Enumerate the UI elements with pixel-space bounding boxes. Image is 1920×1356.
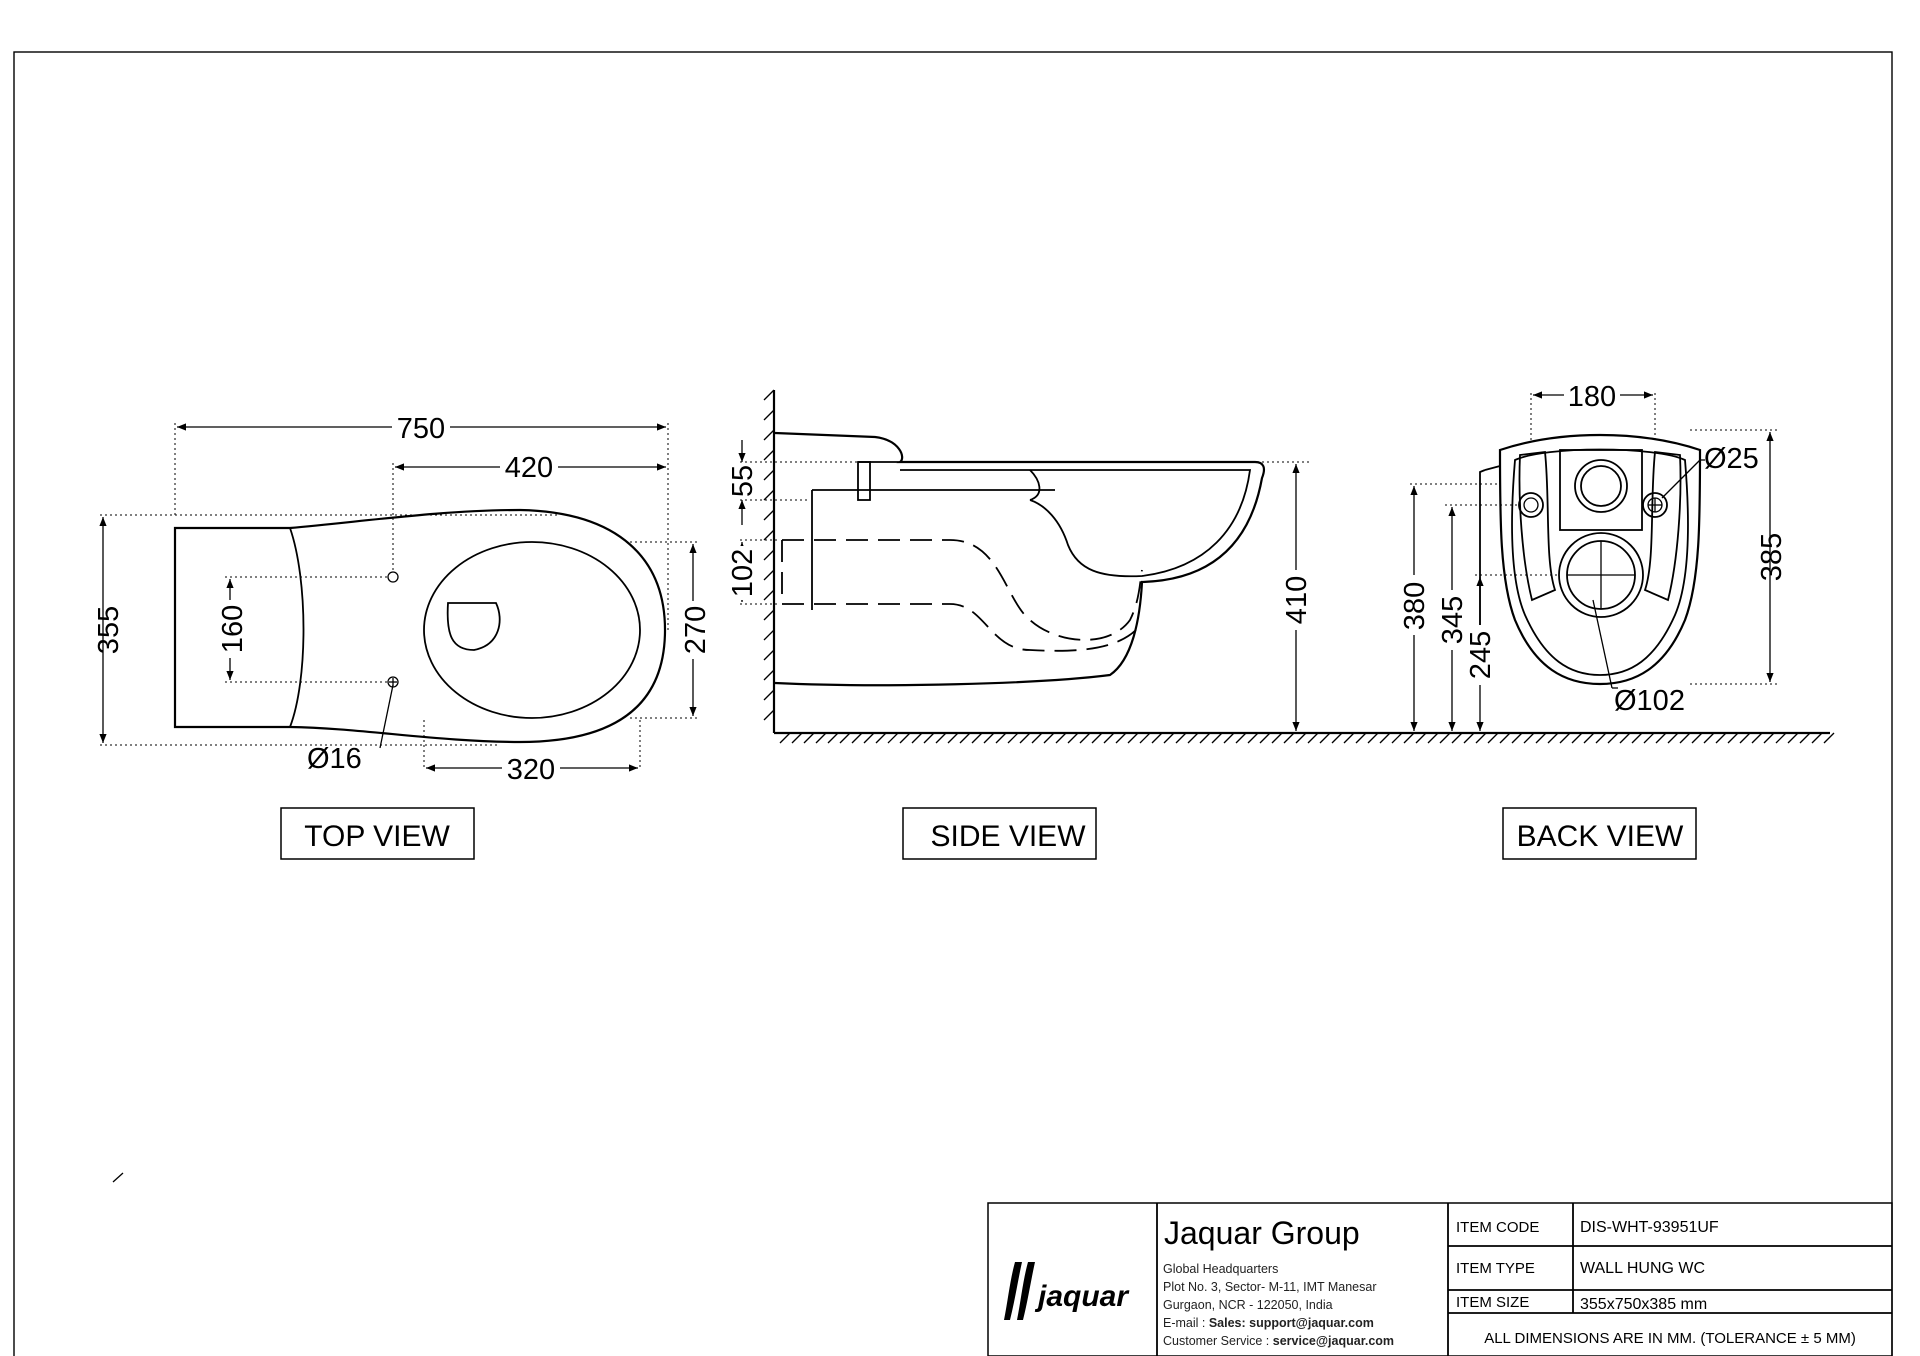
dim-fixing-dia: Ø25: [1704, 443, 1759, 475]
field-value-type: WALL HUNG WC: [1580, 1260, 1705, 1277]
dim-height-345: 345: [1437, 596, 1469, 644]
dim-fixing-centres: 180: [1568, 381, 1616, 413]
back-fixing-hole-right: [1642, 492, 1668, 518]
back-view-label: BACK VIEW: [1517, 820, 1684, 853]
top-view-outline: [173, 508, 667, 744]
sheet-border: [13, 51, 1893, 1356]
dim-outlet-dia: Ø102: [1614, 685, 1685, 717]
back-fixing-hole-left: [1518, 492, 1544, 518]
dim-overall-length: 750: [397, 413, 445, 445]
title-block: jaquar Jaquar Group Global Headquarters …: [987, 1202, 1893, 1356]
dim-bowl-depth: 320: [507, 754, 555, 786]
logo-wordmark: jaquar: [1034, 1280, 1130, 1313]
field-label-type: ITEM TYPE: [1456, 1260, 1535, 1277]
service-label: Customer Service :: [1163, 1334, 1273, 1348]
dim-bowl-width: 270: [680, 606, 712, 654]
back-view-inlet-box: [1559, 449, 1643, 531]
back-view: 180 Ø25 385 380 345 245 Ø102 BACK VIEW: [1398, 377, 1830, 860]
dim-outlet-offset: 102: [727, 549, 759, 597]
stray-mark: [112, 1172, 124, 1183]
top-view-label: TOP VIEW: [304, 820, 450, 853]
side-view-outline: [774, 431, 1266, 687]
dim-inlet-height: 55: [727, 465, 759, 497]
side-view-label: SIDE VIEW: [930, 820, 1086, 853]
dim-fixing-spacing: 160: [217, 605, 249, 653]
dim-rim-height: 410: [1281, 576, 1313, 624]
jaquar-logo: jaquar: [1004, 1262, 1130, 1320]
outlet-path-hidden: [782, 539, 1143, 641]
address-line-1: Global Headquarters: [1163, 1262, 1278, 1276]
wall-hatching: [763, 389, 775, 721]
service-line: Customer Service : service@jaquar.com: [1163, 1334, 1394, 1348]
top-view-label-box: [280, 807, 475, 860]
dim-hole-dia: Ø16: [307, 743, 362, 775]
company-name: Jaquar Group: [1164, 1215, 1360, 1251]
dim-height-245: 245: [1465, 631, 1497, 679]
email-value: Sales: support@jaquar.com: [1209, 1316, 1374, 1330]
email-line: E-mail : Sales: support@jaquar.com: [1163, 1316, 1374, 1330]
top-view: 750 420 355 160 270 320 Ø16 TOP VIEW: [93, 408, 712, 860]
back-view-label-box: [1502, 807, 1697, 860]
back-view-outlet: [1558, 532, 1644, 618]
dim-overall-height: 385: [1756, 533, 1788, 581]
tolerance-note: ALL DIMENSIONS ARE IN MM. (TOLERANCE ± 5…: [1484, 1330, 1856, 1347]
side-view-bowl: [900, 469, 1252, 578]
dim-bowl-length: 420: [505, 452, 553, 484]
back-view-outline: [1498, 433, 1702, 686]
title-block-frame: [987, 1202, 1893, 1356]
field-label-size: ITEM SIZE: [1456, 1294, 1529, 1311]
flush-aperture: [446, 602, 501, 651]
field-value-size: 355x750x385 mm: [1580, 1296, 1707, 1313]
side-view-label-box: [902, 807, 1097, 860]
address-line-2: Plot No. 3, Sector- M-11, IMT Manesar: [1163, 1280, 1377, 1294]
dim-width: 355: [93, 606, 125, 654]
dim-height-380: 380: [1399, 582, 1431, 630]
service-value: service@jaquar.com: [1273, 1334, 1394, 1348]
field-value-code: DIS-WHT-93951UF: [1580, 1219, 1719, 1236]
floor-hatching: [779, 732, 1835, 744]
email-label: E-mail :: [1163, 1316, 1209, 1330]
side-view: 55 102 410 SIDE VIEW: [726, 389, 1835, 860]
bowl-opening: [423, 541, 641, 719]
field-label-code: ITEM CODE: [1456, 1219, 1539, 1236]
address-line-3: Gurgaon, NCR - 122050, India: [1163, 1298, 1333, 1312]
fixing-hole-top: [387, 571, 399, 583]
